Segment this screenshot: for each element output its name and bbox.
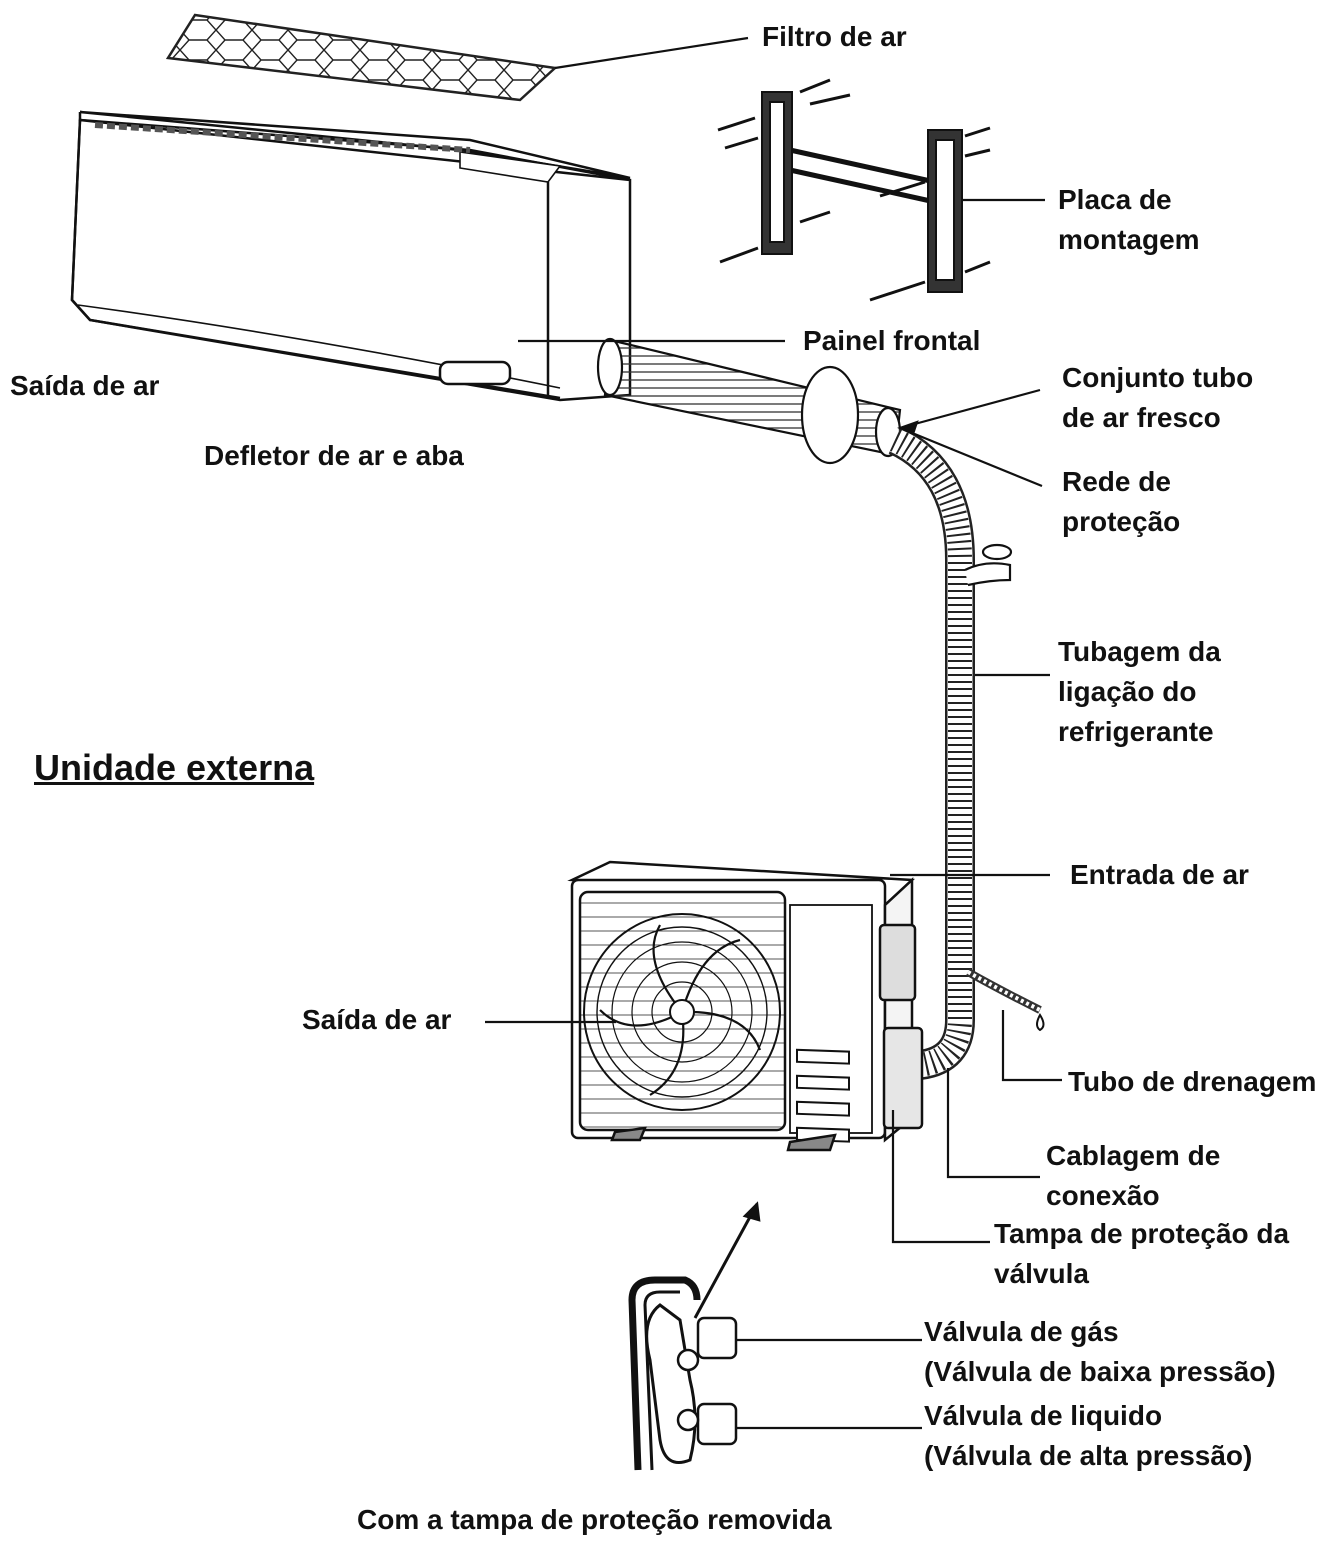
refrigerant-pipe-icon (888, 426, 1013, 1080)
label-refrigerant-piping-line2: ligação do (1058, 676, 1197, 707)
label-front-panel: Painel frontal (803, 325, 981, 356)
label-liquid-valve-line1: Válvula de liquido (924, 1400, 1163, 1431)
label-valve-cover: Tampa de proteção da válvula (994, 1214, 1289, 1294)
label-protection-net: Rede de proteção (1062, 462, 1180, 542)
label-drain-pipe: Tubo de drenagem (1068, 1066, 1317, 1097)
label-fresh-air-tube: Conjunto tubo de ar fresco (1062, 358, 1253, 438)
label-valve-cover-line1: Tampa de proteção da (994, 1218, 1290, 1249)
fan-icon (583, 913, 781, 1111)
outdoor-unit-title: Unidade externa (34, 747, 315, 788)
label-refrigerant-piping: Tubagem da ligação do refrigerante (1058, 632, 1221, 752)
label-protection-net-line2: proteção (1062, 506, 1181, 537)
label-outdoor-air-outlet: Saída de ar (302, 1004, 452, 1035)
valve-assembly-icon (628, 1201, 761, 1471)
label-refrigerant-piping-line1: Tubagem da (1058, 636, 1221, 667)
outdoor-unit-icon (567, 860, 924, 1152)
label-fresh-air-tube-line2: de ar fresco (1062, 402, 1221, 433)
label-mounting-plate-line1: Placa de (1058, 184, 1172, 215)
label-gas-valve-line2: (Válvula de baixa pressão) (924, 1356, 1276, 1387)
mounting-plate-icon (717, 78, 991, 302)
label-connection-wiring-line2: conexão (1046, 1180, 1160, 1211)
label-gas-valve-line1: Válvula de gás (924, 1316, 1119, 1347)
fresh-air-tube-icon (596, 337, 902, 465)
label-deflector: Defletor de ar e aba (204, 440, 464, 471)
label-refrigerant-piping-line3: refrigerante (1058, 716, 1214, 747)
label-fresh-air-tube-line1: Conjunto tubo (1062, 362, 1254, 393)
indoor-unit-icon (70, 110, 632, 402)
label-mounting-plate: Placa de montagem (1058, 180, 1200, 260)
drain-pipe-icon (966, 968, 1045, 1032)
label-air-inlet: Entrada de ar (1070, 859, 1249, 890)
label-liquid-valve-line2: (Válvula de alta pressão) (924, 1440, 1253, 1471)
label-valve-cover-line2: válvula (994, 1258, 1089, 1289)
label-connection-wiring: Cablagem de conexão (1046, 1136, 1220, 1216)
label-connection-wiring-line1: Cablagem de (1046, 1140, 1221, 1171)
leader-lines (485, 36, 1062, 1430)
label-liquid-valve: Válvula de liquido (Válvula de alta pres… (924, 1396, 1252, 1476)
label-protection-net-line1: Rede de (1062, 466, 1171, 497)
label-air-filter: Filtro de ar (762, 21, 907, 52)
label-mounting-plate-line2: montagem (1058, 224, 1200, 255)
air-filter-icon (165, 13, 558, 102)
label-indoor-air-outlet: Saída de ar (10, 370, 160, 401)
label-cover-removed: Com a tampa de proteção removida (357, 1504, 832, 1535)
label-gas-valve: Válvula de gás (Válvula de baixa pressão… (924, 1312, 1276, 1392)
